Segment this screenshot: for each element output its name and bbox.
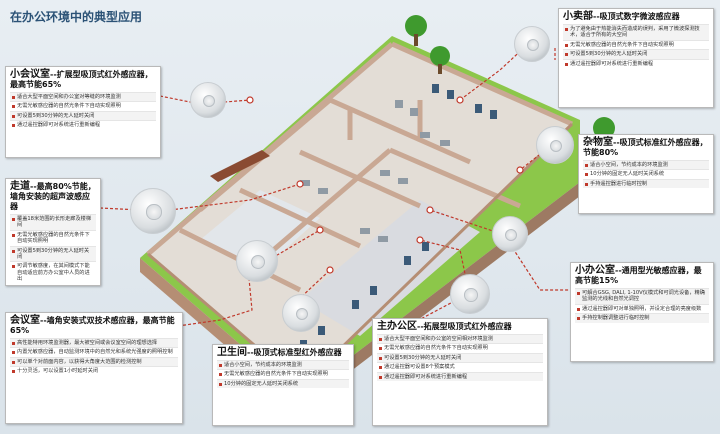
feature-item: 可调节敏感度，在其间模式下能自动适应前方办公室中人员的进出 [10, 261, 96, 283]
microwave-sensor-shop [514, 26, 550, 62]
callout-small-meeting-room: 小会议室--扩展型吸顶式红外感应器，最高节能65% 适合大型平面空间和办公室对等… [5, 66, 161, 158]
feature-item: 通过遥控器即可对单独照明，并设定合理的亮度级数 [575, 303, 709, 313]
feature-item: 通过遥控器即可对系统进行重新编程 [10, 120, 156, 129]
feature-item: 可设置5到30分钟的无人延时关闭 [10, 110, 156, 121]
ceiling-sensor-restroom [282, 294, 320, 332]
feature-item: 可设置5到30分钟的无人延时关闭 [563, 49, 709, 59]
feature-item: 高性能特用环境监测器，最大被空间或会议室空间的理想选择 [10, 338, 178, 348]
feature-item: 可解合GSG, DALI, 1-10V仪模式和可调光设备，精确监测的光线和自然光… [575, 288, 709, 304]
feature-item: 适合小空间，节约成本的环境监测 [217, 360, 349, 370]
feature-item: 适合小空间，节约成本的环境监测 [583, 160, 709, 170]
corner-sensor-conference [236, 240, 278, 282]
ceiling-sensor-small-meeting [190, 82, 226, 118]
callout-conference-room: 会议室--墙角安装式双技术感应器，最高节能65% 高性能特用环境监测器，最大被空… [5, 312, 183, 424]
feature-item: 无需光敏感应器的自然光条件下自动实现照明 [563, 39, 709, 49]
feature-item: 无需光敏感应器的自然光条件下自动实现照明 [10, 229, 96, 246]
feature-item: 内置光敏感应器，自动监测环境中的自然光和系统光强度的照明控制 [10, 347, 178, 356]
diagram-title: 在办公环境中的典型应用 [10, 10, 143, 24]
feature-item: 手持遥控器进行临时控制 [583, 178, 709, 189]
callout-restroom: 卫生间--吸顶式标准型红外感应器 适合小空间，节约成本的环境监测 无需光敏感应器… [212, 344, 354, 426]
feature-item: 可设置5到30分钟的无人延时关闭 [10, 245, 96, 262]
light-sensor-small-office [492, 216, 528, 252]
feature-item: 无需光敏感应器的自然光条件下自动实现照明 [217, 369, 349, 378]
feature-item: 通过遥控器即可对系统进行重新编程 [563, 58, 709, 68]
feature-item: 可以单个对前面内容，以获得大角度大范围的检测控制 [10, 356, 178, 367]
feature-item: 可设置5到30分钟的无人延时关闭 [377, 352, 543, 363]
feature-item: 十分灵活，可以设置1小时延时关闭 [10, 366, 178, 375]
corner-sensor-corridor [130, 188, 176, 234]
feature-item: 手持控制器调整进行临时控制 [575, 313, 709, 323]
feature-item: 通过遥控器即可对系统进行重新编程 [377, 371, 543, 382]
feature-item: 无需光敏感应器的自然光条件下自动实现照明 [377, 343, 543, 352]
ceiling-sensor-storage [536, 126, 574, 164]
callout-small-office: 小办公室--通用型光敏感应器，最高节能15% 可解合GSG, DALI, 1-1… [570, 262, 714, 362]
feature-item: 为了避免由于热能消失而造成的误判，采用了微波探测技术，适合于所有的大空间 [563, 24, 709, 40]
feature-item: 10分钟的固定无人延时关闭系统 [217, 378, 349, 389]
callout-corridor: 走道--最高80%节能，墙角安装的超声波感应器 覆盖18米范围的长形走廊及楼梯间… [5, 178, 101, 286]
callout-main-office: 主办公区--拓展型吸顶式红外感应器 适合大型平面空间和办公室的空间相对环境监测 … [372, 318, 548, 426]
feature-item: 无需光敏感应器的自然光条件下自动实现照明 [10, 101, 156, 110]
feature-item: 覆盖18米范围的长形走廊及楼梯间 [10, 214, 96, 230]
feature-item: 适合大型平面空间和办公室的空间相对环境监测 [377, 334, 543, 344]
callout-shop: 小卖部--吸顶式数字微波感应器 为了避免由于热能消失而造成的误判，采用了微波探测… [558, 8, 714, 108]
ceiling-sensor-main-office [450, 274, 490, 314]
callout-storage-room: 杂物室--吸顶式标准红外感应器，节能80% 适合小空间，节约成本的环境监测 10… [578, 134, 714, 214]
feature-item: 10分钟的固定无人延时关闭系统 [583, 169, 709, 178]
feature-item: 适合大型平面空间和办公室对等缝的环境监测 [10, 92, 156, 102]
feature-item: 通过遥控器可设置8个预案模式 [377, 362, 543, 371]
